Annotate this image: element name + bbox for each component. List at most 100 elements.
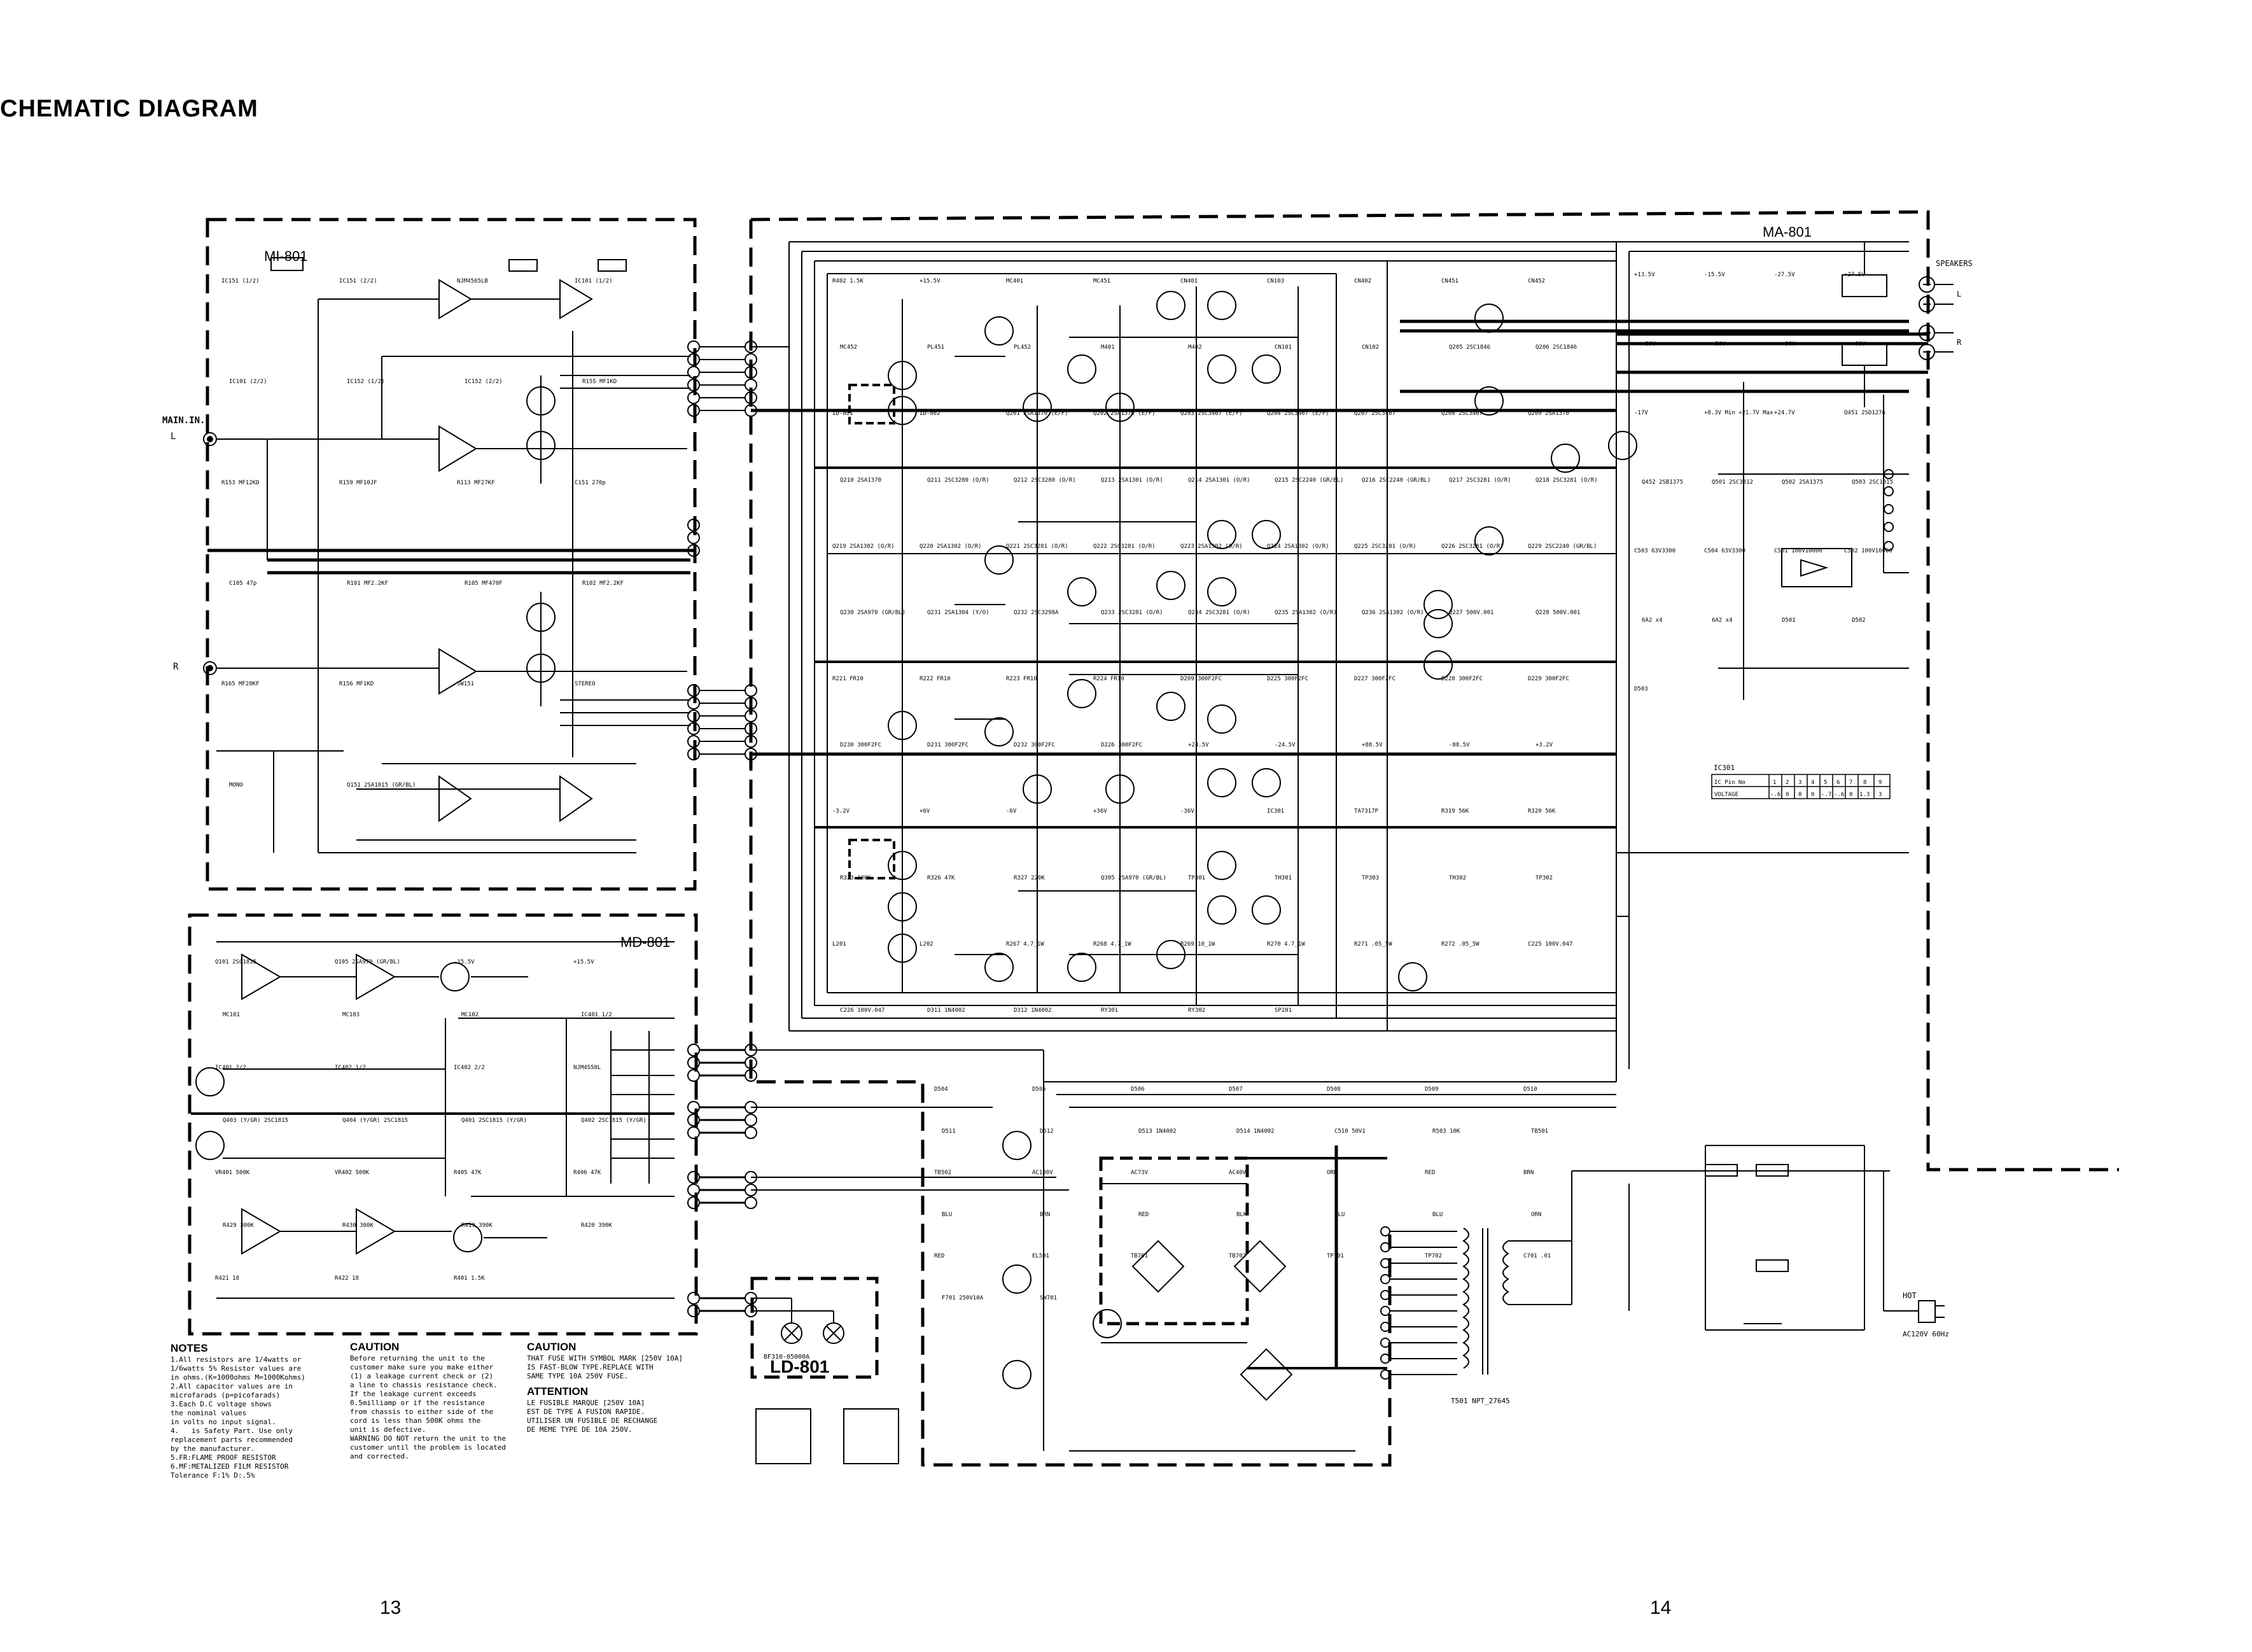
text-line: cord is less than 500K ohms the [350, 1417, 481, 1425]
component-label: Q232 2SC3298A [1014, 610, 1059, 616]
component-label: Q501 2SC3312 [1712, 479, 1753, 486]
text-line: Tolerance F:1% D:.5% [171, 1471, 255, 1480]
text-line: WARNING DO NOT return the unit to the [350, 1434, 507, 1443]
component-label: Q214 2SA1301 (O/R) [1188, 477, 1250, 484]
component-label: ID-802 [920, 410, 941, 417]
component-label: Q234 2SC3281 (O/R) [1188, 610, 1250, 616]
component-label: Q305 2SA970 (GR/BL) [1101, 875, 1166, 881]
component-label: TH302 [1449, 875, 1466, 881]
component-label: CN402 [1354, 278, 1371, 284]
component-label: PL451 [927, 344, 944, 351]
ic-pin: 2 [1786, 780, 1789, 786]
component-label: Q206 2SC1846 [1535, 344, 1577, 351]
component-label: -24.5V [1275, 742, 1296, 748]
component-label: -6V [1006, 808, 1017, 815]
component-label: D229 300F2FC [1528, 676, 1569, 682]
text-line: 6.MF:METALIZED FILM RESISTOR [171, 1462, 289, 1471]
component-label: Q225 2SC3281 (O/R) [1354, 543, 1416, 550]
component-label: +50V [1712, 341, 1726, 347]
component-label: -15.5V [454, 959, 475, 965]
component-label: D230 300F2FC [840, 742, 881, 748]
component-label: Q452 2SB1375 [1642, 479, 1683, 486]
ic-voltage: -.7 [1821, 792, 1831, 798]
component-label: RED [1138, 1212, 1149, 1218]
test-points [1884, 469, 1894, 551]
component-label: D511 [942, 1128, 956, 1135]
component-label: MC451 [1093, 278, 1110, 284]
text-line: UTILISER UN FUSIBLE DE RECHANGE [527, 1417, 658, 1425]
ic-pin: 5 [1824, 780, 1827, 786]
component-label: R503 10K [1432, 1128, 1460, 1135]
component-label: ORN [1327, 1170, 1337, 1176]
component-label: R102 MF2.2KF [582, 580, 624, 587]
fuse-caution-heading: CAUTION [527, 1341, 577, 1353]
component-label: MC401 [1006, 278, 1023, 284]
text-line: If the leakage current exceeds [350, 1390, 477, 1398]
component-label: TP303 [1362, 875, 1379, 881]
component-label: -36V [1180, 808, 1194, 815]
component-label: R421 18 [215, 1275, 239, 1282]
component-label: TB501 [1531, 1128, 1548, 1135]
mi-801-label: MI-801 [264, 248, 307, 264]
fuse-caution-lines: THAT FUSE WITH SYMBOL MARK [250V 10A]IS … [527, 1354, 705, 1381]
text-line: replacement parts recommended [171, 1436, 293, 1444]
component-label: -17V [1634, 410, 1648, 416]
component-label: TH301 [1275, 875, 1292, 881]
component-label: BLU [1334, 1212, 1345, 1218]
ic-voltage: 1.3 [1859, 792, 1870, 798]
component-label: CN452 [1528, 278, 1545, 284]
component-label: R165 MF20KF [221, 681, 260, 687]
component-label: TP302 [1535, 875, 1553, 881]
component-label: CN451 [1441, 278, 1458, 284]
component-label: +88.5V [1362, 742, 1383, 748]
component-label: Q221 2SC3281 (O/R) [1006, 543, 1068, 550]
component-label: Q212 2SC3280 (O/R) [1014, 477, 1076, 484]
component-label: R326 47K [927, 875, 955, 881]
component-label: Q502 2SA1375 [1782, 479, 1823, 486]
component-label: D228 300F2FC [1441, 676, 1483, 682]
ic-voltage: -.6 [1770, 792, 1780, 798]
component-label: R267 4.7_1W [1006, 941, 1044, 948]
component-label: R319 56K [1441, 808, 1469, 815]
component-label: R323 100K [840, 875, 871, 881]
component-label: Q503 2SC1815 [1852, 479, 1893, 486]
component-label: TB701 [1131, 1253, 1148, 1259]
ic-pin: 9 [1878, 780, 1882, 786]
component-label: MC452 [840, 344, 857, 351]
component-label: Q402 2SC1815 (Y/GR) [581, 1117, 647, 1124]
component-label: D312 1N4002 [1014, 1007, 1052, 1014]
component-label: D209 300F2FC [1180, 676, 1222, 682]
text-line: unit is defective. [350, 1425, 426, 1434]
component-label: BLK [1236, 1212, 1247, 1218]
component-label: -15.5V [1704, 272, 1725, 278]
component-label: IC402 1/2 [335, 1065, 366, 1071]
component-label: D231 300F2FC [927, 742, 969, 748]
ic-voltage: 0 [1811, 792, 1814, 798]
component-label: Q151 2SA1015 (GR/BL) [347, 782, 416, 788]
ma-801-bus [751, 241, 1616, 1032]
text-line: 2.All capacitor values are in [171, 1382, 293, 1390]
component-label: R270 4.7_1W [1267, 941, 1305, 948]
component-label: R402 1.5K [832, 278, 864, 284]
component-label: Q404 (Y/GR) 2SC1815 [342, 1117, 408, 1124]
component-label: IC151 (2/2) [339, 278, 377, 284]
component-label: Q233 2SC3281 (O/R) [1101, 610, 1163, 616]
component-label: IC101 (1/2) [575, 278, 613, 284]
ic-table-row1-label: IC Pin No [1714, 780, 1745, 786]
caution-heading: CAUTION [350, 1341, 400, 1353]
component-label: Q208 2SC3467 [1441, 410, 1483, 417]
component-label: +90V [1852, 341, 1866, 347]
component-label: C501 100V10000 [1774, 548, 1822, 554]
component-label: SW701 [1040, 1295, 1057, 1301]
component-label: D311 1N4002 [927, 1007, 965, 1014]
mc103-connector [687, 519, 700, 557]
component-label: Q403 (Y/GR) 2SC1815 [223, 1117, 288, 1124]
component-label: Q201 2SA1370 (E/F) [1006, 410, 1068, 417]
main-in-l-jack [203, 432, 217, 446]
ma-801-border [750, 210, 2119, 1172]
relays [1842, 242, 1887, 407]
component-label: R268 4.7_1W [1093, 941, 1131, 948]
